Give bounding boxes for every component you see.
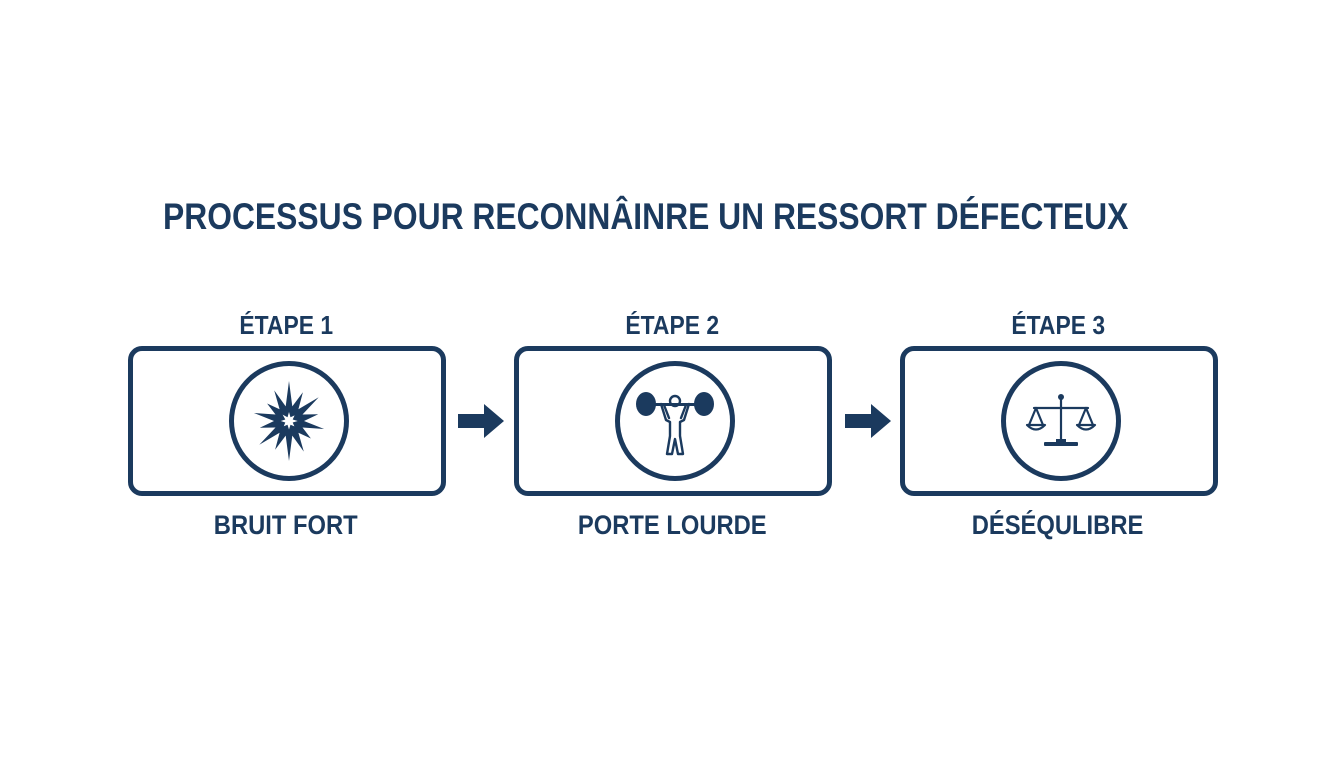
step-2-caption: PORTE LOURDE — [577, 510, 767, 540]
arrow-right-icon — [458, 404, 504, 438]
step-2-icon-circle — [615, 361, 735, 481]
explosion-icon — [253, 381, 325, 461]
step-3-label: ÉTAPE 3 — [1011, 310, 1105, 340]
step-1-caption: BRUIT FORT — [214, 510, 358, 540]
step-3-caption: DÉSÉQULIBRE — [972, 510, 1144, 540]
step-3-icon-circle — [1001, 361, 1121, 481]
step-2-label: ÉTAPE 2 — [625, 310, 719, 340]
step-3-box — [900, 346, 1218, 496]
step-2-box — [514, 346, 832, 496]
arrow-right-icon — [845, 404, 891, 438]
weightlifter-icon — [636, 392, 714, 456]
step-1-box — [128, 346, 446, 496]
step-1-label: ÉTAPE 1 — [239, 310, 333, 340]
balance-scale-icon — [1025, 394, 1097, 446]
diagram-title: PROCESSUS POUR RECONNÂINRE UN RESSORT DÉ… — [163, 196, 1129, 237]
step-1-icon-circle — [229, 361, 349, 481]
